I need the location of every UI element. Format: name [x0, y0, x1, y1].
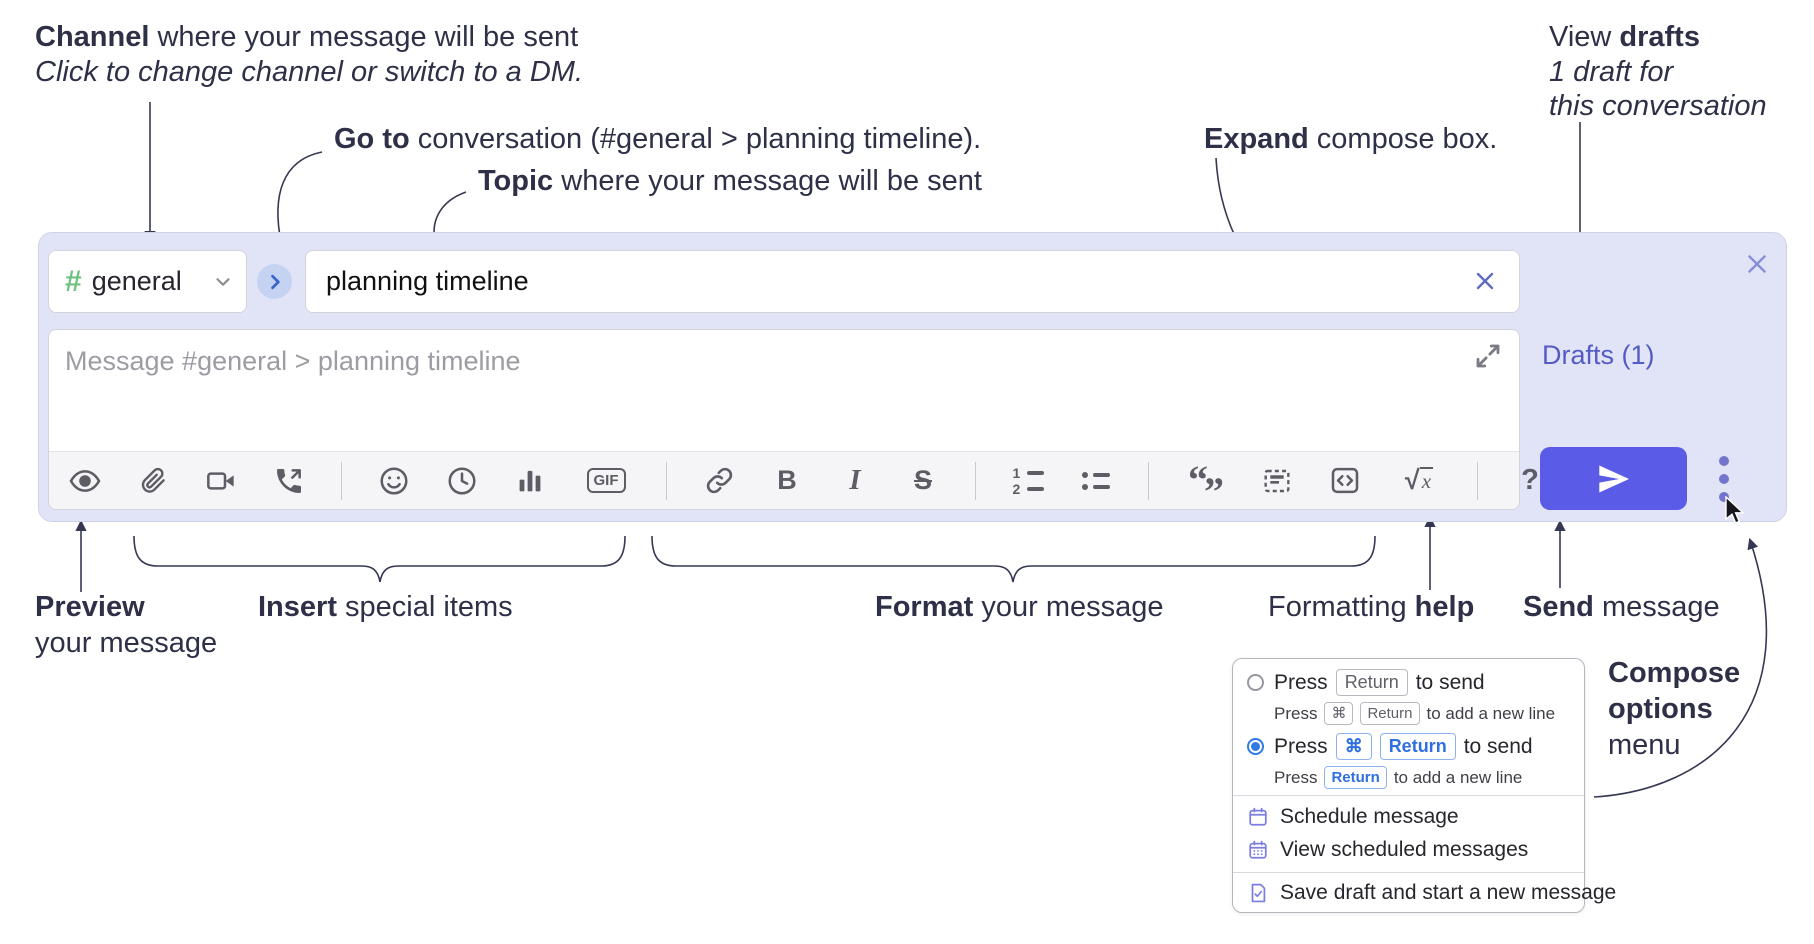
toolbar-divider	[1148, 461, 1149, 500]
channel-hash-icon: #	[65, 264, 82, 298]
compose-options-annotation-l2: options	[1608, 693, 1713, 725]
code-icon	[1331, 467, 1359, 494]
insert-annotation: Insert special items	[258, 591, 513, 623]
close-compose-icon[interactable]	[1741, 248, 1773, 280]
clock-icon	[448, 466, 476, 495]
channel-name: general	[91, 266, 182, 296]
message-area: GIF B I S 1 2	[48, 329, 1539, 514]
calendar-grid-icon	[1249, 840, 1267, 859]
goto-annotation: Go to conversation (#general > planning …	[334, 123, 982, 155]
drafts-annotation-sub1: 1 draft for	[1549, 56, 1674, 88]
drafts-annotation: View drafts	[1549, 21, 1700, 53]
voice-call-button[interactable]	[273, 459, 305, 503]
strikethrough-icon: S	[913, 465, 932, 495]
channel-selector[interactable]: # general	[48, 250, 247, 313]
toolbar-divider	[1477, 461, 1478, 500]
radio-unselected-icon[interactable]	[1247, 674, 1264, 691]
calendar-icon	[1249, 807, 1267, 826]
spoiler-icon	[1264, 469, 1290, 492]
attach-file-button[interactable]	[137, 459, 169, 503]
send-annotation: Send message	[1523, 591, 1720, 623]
cmd-key: ⌘	[1324, 702, 1354, 725]
video-call-button[interactable]	[205, 459, 237, 503]
compose-options-annotation-l3: menu	[1608, 729, 1681, 761]
expand-compose-icon[interactable]	[1473, 341, 1503, 371]
code-button[interactable]	[1329, 459, 1361, 503]
topic-input[interactable]	[305, 250, 1520, 313]
toolbar-divider	[341, 461, 342, 500]
bar-chart-icon	[519, 470, 541, 491]
quote-button[interactable]: “”	[1185, 456, 1225, 514]
return-key: Return	[1379, 733, 1456, 760]
return-key: Return	[1360, 702, 1420, 725]
clear-topic-icon[interactable]	[1470, 266, 1500, 296]
gif-button[interactable]: GIF	[582, 459, 630, 503]
video-camera-icon	[207, 471, 234, 490]
return-key: Return	[1335, 669, 1408, 696]
preview-button[interactable]	[69, 459, 101, 503]
add-time-button[interactable]	[446, 459, 478, 503]
preview-annotation-sub: your message	[35, 627, 218, 659]
poll-button[interactable]	[514, 459, 546, 503]
gif-icon: GIF	[586, 468, 626, 493]
paperclip-icon	[141, 467, 165, 493]
view-scheduled-messages-item[interactable]: View scheduled messages	[1247, 838, 1528, 862]
bold-icon: B	[777, 465, 797, 495]
channel-annotation-sub: Click to change channel or switch to a D…	[35, 56, 584, 88]
numbered-list-button[interactable]: 1 2	[1012, 459, 1044, 503]
math-button[interactable]: √x	[1397, 459, 1441, 503]
schedule-message-item[interactable]: Schedule message	[1247, 805, 1459, 829]
menu-divider	[1233, 872, 1584, 873]
ellipsis-icon	[1719, 456, 1729, 466]
link-icon	[706, 467, 732, 494]
cmd-key: ⌘	[1335, 733, 1372, 760]
topic-annotation: Topic where your message will be sent	[478, 165, 982, 197]
bulleted-list-icon	[1082, 471, 1110, 490]
strikethrough-button[interactable]: S	[907, 459, 939, 503]
format-annotation: Format your message	[875, 591, 1164, 623]
spoiler-button[interactable]	[1261, 459, 1293, 503]
save-draft-item[interactable]: Save draft and start a new message	[1247, 881, 1616, 905]
chevron-down-icon	[212, 271, 234, 293]
message-formatting-help-button[interactable]: ?	[1514, 459, 1546, 503]
phone-call-icon	[277, 468, 301, 493]
compose-toolbar: GIF B I S 1 2	[49, 451, 1539, 514]
italic-icon: I	[849, 464, 861, 496]
link-button[interactable]	[703, 459, 735, 503]
channel-annotation: Channel where your message will be sent	[35, 21, 579, 53]
menu-divider	[1233, 795, 1584, 796]
bulleted-list-button[interactable]	[1080, 459, 1112, 503]
compose-options-annotation-l1: Compose	[1608, 657, 1741, 689]
chevron-right-icon	[270, 274, 280, 289]
quote-icon: “”	[1188, 456, 1224, 514]
toolbar-divider	[975, 461, 976, 500]
compose-options-button[interactable]	[1714, 456, 1734, 502]
draft-document-icon	[1251, 883, 1266, 903]
smiley-icon	[380, 466, 408, 495]
preview-annotation: Preview	[35, 591, 145, 623]
return-key: Return	[1324, 766, 1387, 789]
expand-annotation: Expand compose box.	[1204, 123, 1498, 155]
goto-conversation-button[interactable]	[257, 264, 292, 299]
italic-button[interactable]: I	[839, 459, 871, 503]
message-input[interactable]	[49, 330, 1519, 452]
formatting-help-annotation: Formatting help	[1268, 591, 1475, 623]
drafts-link[interactable]: Drafts (1)	[1542, 340, 1655, 370]
toolbar-divider	[666, 461, 667, 500]
drafts-annotation-sub2: this conversation	[1549, 90, 1767, 122]
math-icon: √x	[1404, 465, 1434, 495]
send-button[interactable]	[1540, 447, 1687, 510]
numbered-list-icon: 1 2	[1013, 466, 1044, 496]
emoji-button[interactable]	[378, 459, 410, 503]
question-mark-icon: ?	[1521, 464, 1539, 496]
bold-button[interactable]: B	[771, 459, 803, 503]
send-icon	[1598, 465, 1629, 492]
radio-selected-icon[interactable]	[1247, 738, 1264, 755]
eye-icon	[69, 469, 101, 492]
